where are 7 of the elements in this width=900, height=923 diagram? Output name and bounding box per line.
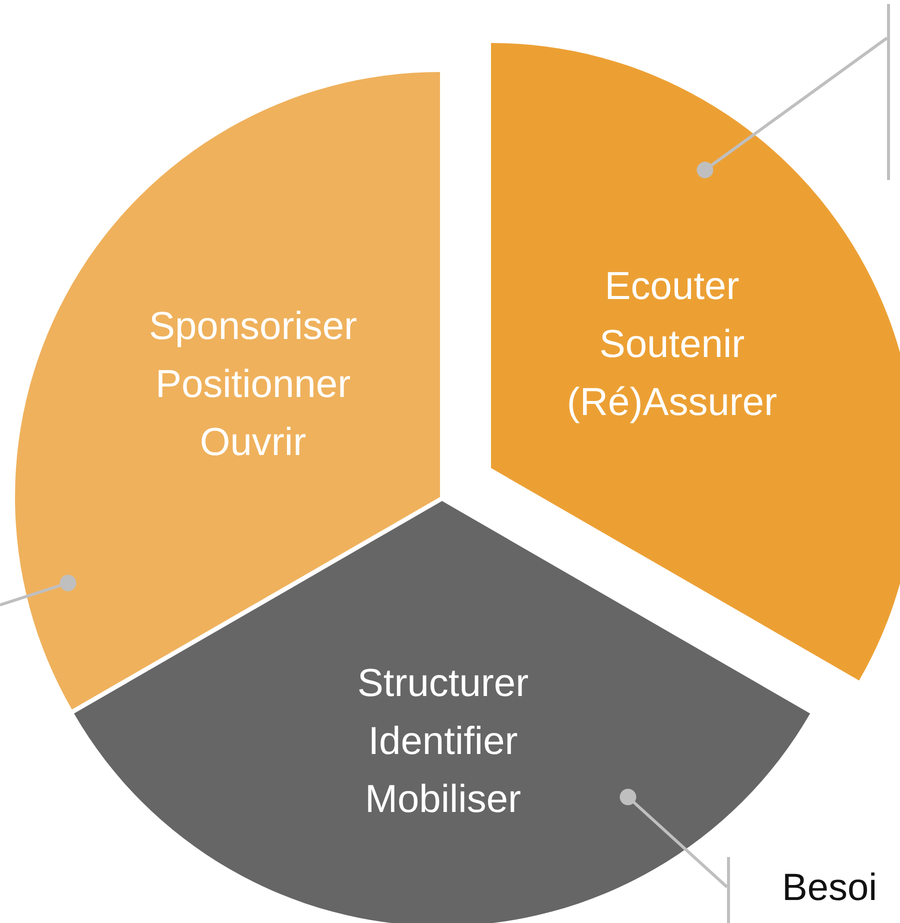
leader-line <box>0 574 76 606</box>
callout-text: Besoi <box>782 867 878 910</box>
segment-label: Structurer Identifier Mobiliser <box>356 661 530 823</box>
segment-label: Sponsoriser Positionner Ouvrir <box>148 304 358 466</box>
leader-line <box>696 36 888 178</box>
leader-line <box>620 788 728 888</box>
segment-label: Ecouter Soutenir (Ré)Assurer <box>566 264 778 426</box>
